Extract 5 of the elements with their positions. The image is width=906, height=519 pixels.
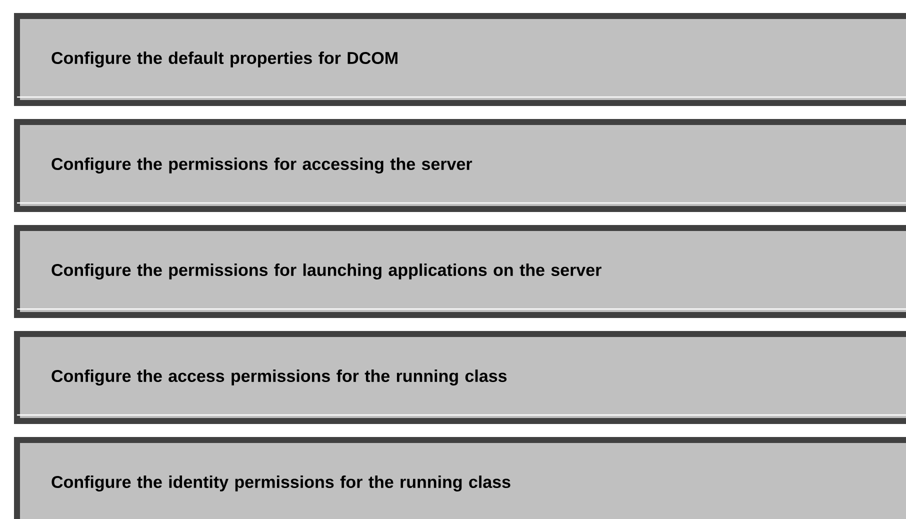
step-box: Configure the identity permissions for the running class [14, 437, 906, 519]
step-box: Configure the default properties for DCOM [14, 13, 906, 106]
step-box: Configure the access permissions for the running class [14, 331, 906, 424]
step-box: Configure the permissions for launching applications on the server [14, 225, 906, 318]
step-box: Configure the permissions for accessing the server [14, 119, 906, 212]
